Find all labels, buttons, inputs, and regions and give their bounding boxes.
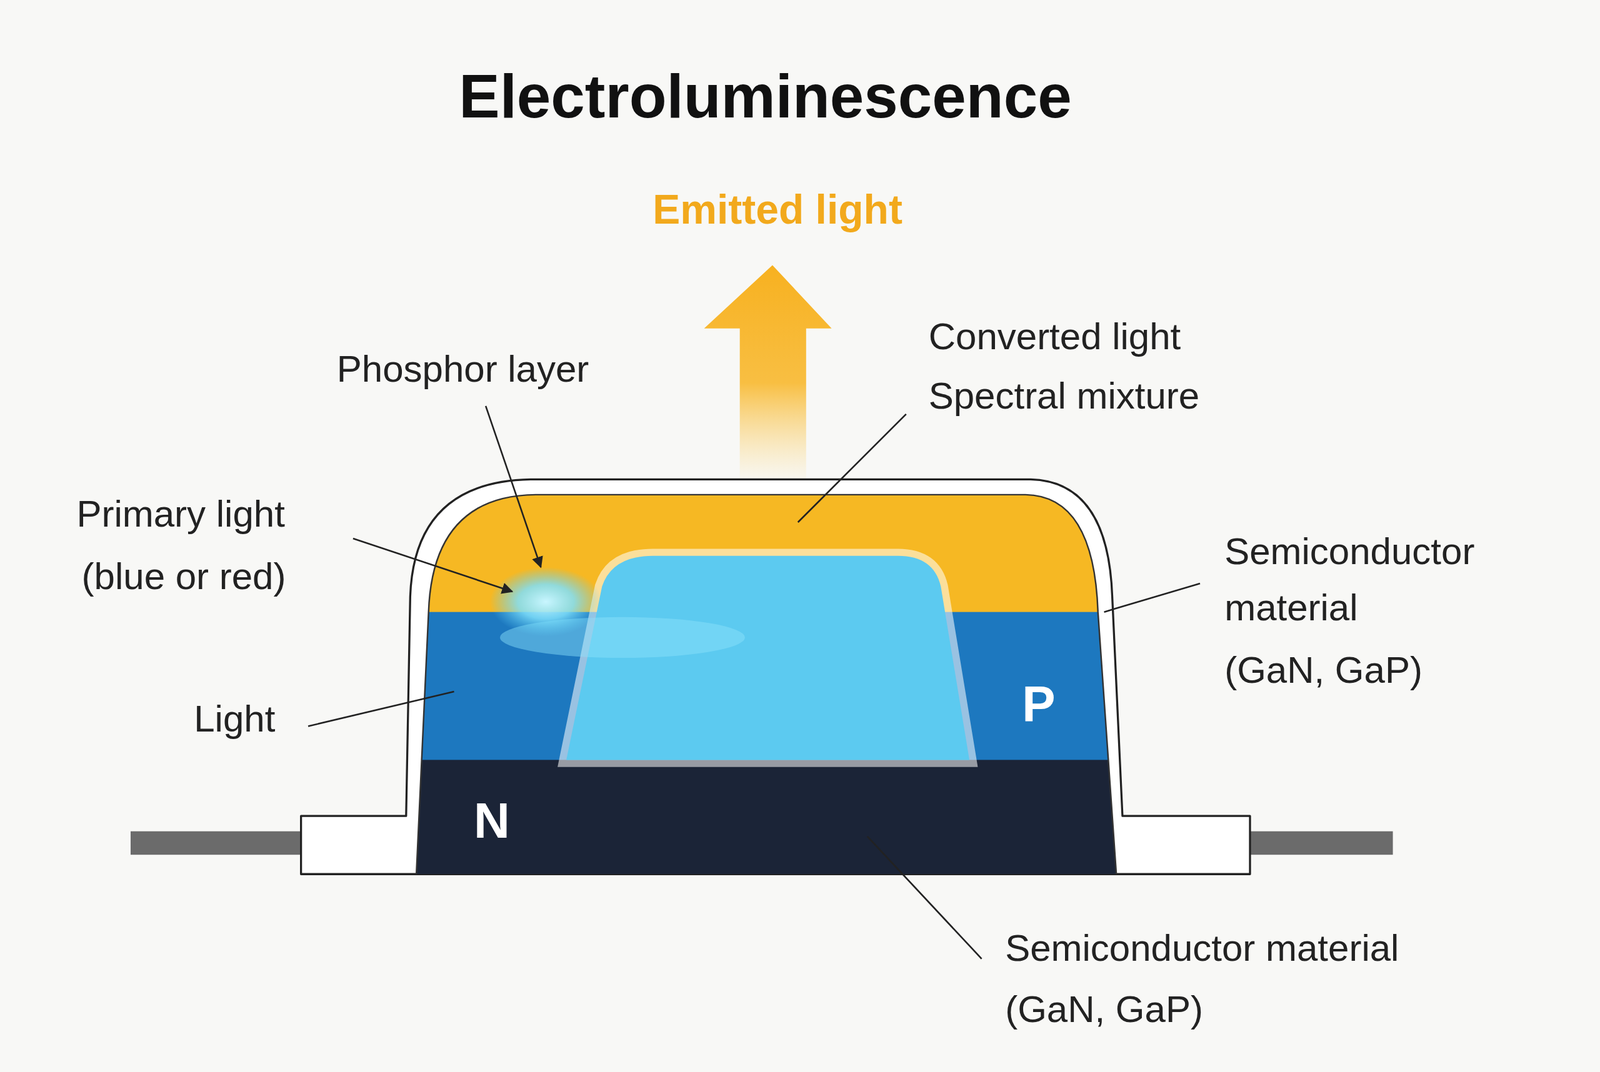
active-region [566, 556, 970, 761]
emitted-light-arrow [704, 265, 832, 480]
region-letter: P [1021, 676, 1055, 732]
leader-line [798, 414, 907, 523]
leader-line [353, 538, 513, 592]
leader-line [867, 836, 982, 960]
leader-line [1104, 583, 1200, 613]
emitted-light-label: Emitted light [652, 185, 903, 235]
part-label: Semiconductor material [1224, 523, 1519, 637]
n-region: N [468, 791, 515, 852]
part-label: Semiconductor material [1005, 926, 1399, 972]
diagram-title: Electroluminescence [458, 60, 1072, 134]
lead-wire [1240, 831, 1394, 856]
region-letter: N [473, 793, 510, 849]
primary-light-glow [490, 567, 603, 637]
led-layers [408, 479, 1123, 883]
lead-wire [130, 831, 307, 856]
part-sublabel: (blue or red) [81, 554, 287, 600]
leader-line [485, 406, 541, 568]
p-region: P [1016, 674, 1060, 735]
part-label: Converted light [928, 314, 1182, 360]
n-layer [408, 760, 1123, 883]
leader-line [308, 691, 454, 727]
part-label: Light [193, 696, 275, 742]
part-sublabel: (GaN, GaP) [1224, 648, 1423, 694]
part-label: Phosphor layer [336, 346, 590, 392]
part-sublabel: Spectral mixture [928, 373, 1200, 419]
housing-inner-edge [416, 495, 1117, 875]
part-sublabel: (GaN, GaP) [1005, 987, 1204, 1033]
die-halo [566, 556, 970, 761]
part-label: Primary light [76, 491, 285, 537]
